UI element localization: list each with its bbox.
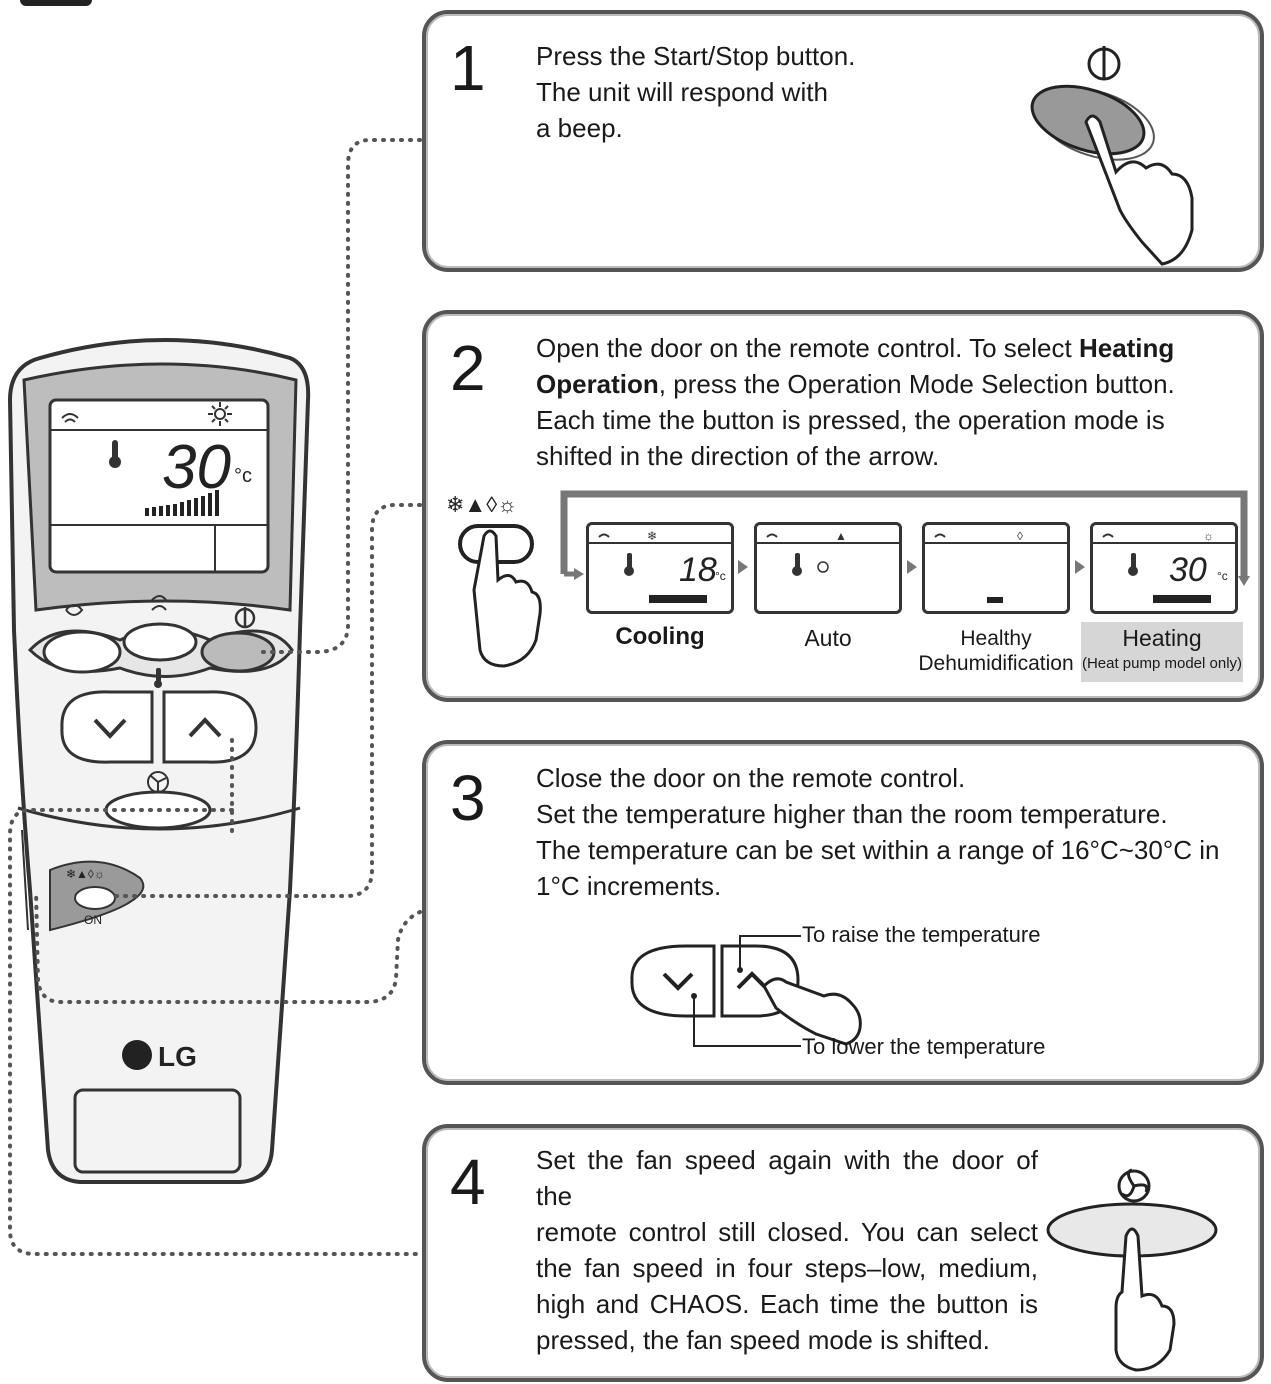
remote-on-label: ON <box>84 913 102 927</box>
raise-temp-label: To raise the temperature <box>802 922 1041 947</box>
auto-icon: ▲ <box>835 529 847 543</box>
step-line: pressed, the fan speed mode is shifted. <box>536 1325 990 1355</box>
step-line: 1°C increments. <box>536 871 722 901</box>
mode-display-dehumidification: ◊ <box>922 522 1070 614</box>
dotted-connectors <box>8 138 422 1256</box>
step-4-panel: 4 Set the fan speed again with the door … <box>422 1124 1264 1382</box>
fan-level-bars <box>145 490 219 516</box>
chevron-up-icon <box>188 717 222 738</box>
step-line-bold: Heating <box>1078 333 1175 363</box>
drop-icon: ◊ <box>1017 529 1023 543</box>
step-line: Open the door on the remote control. To … <box>536 333 1079 363</box>
signal-icon <box>61 413 79 423</box>
step-line: remote control still closed. You can sel… <box>536 1217 1038 1247</box>
mode-unit: °c <box>1217 569 1228 583</box>
remote-mode-button[interactable] <box>74 886 116 910</box>
step-line: The temperature can be set within a rang… <box>536 835 1220 865</box>
step-line: The unit will respond with <box>536 77 828 107</box>
step-number: 1 <box>450 32 486 104</box>
step-4-text: Set the fan speed again with the door of… <box>536 1142 1038 1358</box>
step-2-text: Open the door on the remote control. To … <box>536 330 1175 474</box>
sun-icon <box>208 402 232 426</box>
step-number: 4 <box>450 1146 486 1218</box>
chevron-up-icon <box>736 971 768 990</box>
remote-control-illustration: 30 °c ❄▲◊☼ ON LG <box>7 338 311 1184</box>
step-3-panel: 3 Close the door on the remote control. … <box>422 740 1264 1085</box>
step-line: Close the door on the remote control. <box>536 763 966 793</box>
mode-unit: °c <box>715 569 726 583</box>
chevron-down-icon <box>662 972 694 991</box>
snowflake-icon: ❄ <box>647 529 657 543</box>
step-line: Each time the button is pressed, the ope… <box>536 405 1165 435</box>
mode-label-line: Dehumidification <box>918 652 1074 675</box>
fan-icon <box>1117 1168 1151 1203</box>
step-line: , press the Operation Mode Selection but… <box>658 369 1175 399</box>
power-symbol-icon <box>1087 46 1121 81</box>
mode-cycle-arrow <box>560 490 1250 586</box>
mode-temp: 18 <box>679 551 717 589</box>
press-start-stop-illustration <box>1030 46 1194 266</box>
remote-display-unit: °c <box>234 465 252 487</box>
remote-temp-down-button[interactable] <box>60 690 154 764</box>
power-icon <box>234 607 256 629</box>
lower-temp-label: To lower the temperature <box>802 1034 1046 1059</box>
mode-display-heating: ☼ 30 °c <box>1090 522 1238 614</box>
mode-button-illustration: ❄▲◊☼ <box>446 492 542 668</box>
step-line: the fan speed in four steps–low, medium, <box>536 1253 1038 1283</box>
swing-icon <box>65 604 84 616</box>
mode-label-heating: Heating (Heat pump model only) <box>1081 622 1243 682</box>
step-number: 2 <box>450 332 486 404</box>
step-line: Press the Start/Stop button. <box>536 41 856 71</box>
fan-swing-button[interactable] <box>42 630 122 674</box>
step-1-panel: 1 Press the Start/Stop button. The unit … <box>422 10 1264 272</box>
mode-symbols-icon: ❄▲◊☼ <box>446 492 517 517</box>
arrow-right-icon <box>738 560 748 574</box>
mode-label-line: Heating <box>1122 625 1202 651</box>
arrow-right-icon <box>1075 560 1085 574</box>
step-line: high and CHAOS. Each time the button is <box>536 1289 1038 1319</box>
step-3-text: Close the door on the remote control. Se… <box>536 760 1219 904</box>
lg-logo-icon <box>122 1040 152 1070</box>
mode-label-auto: Auto <box>804 625 852 651</box>
fan-speed-button-illustration <box>1046 1168 1218 1372</box>
step-1-text: Press the Start/Stop button. The unit wi… <box>536 38 855 146</box>
arrow-right-icon <box>907 560 917 574</box>
mode-temp: 30 <box>1169 551 1207 589</box>
airflow-button[interactable] <box>122 622 198 662</box>
mode-display-auto: ▲ <box>754 522 902 614</box>
step-line-bold: Operation <box>536 369 659 399</box>
airflow-icon <box>151 595 167 611</box>
step-line: Set the fan speed again with the door of… <box>536 1145 1038 1211</box>
step-line: shifted in the direction of the arrow. <box>536 441 940 471</box>
svg-text:❄▲◊☼: ❄▲◊☼ <box>66 867 105 881</box>
remote-brand: LG <box>158 1041 197 1072</box>
thermometer-icon <box>109 440 121 468</box>
step-line: Set the temperature higher than the room… <box>536 799 1168 829</box>
thermometer-small-icon <box>154 668 162 688</box>
mode-label-line: (Heat pump model only) <box>1081 655 1243 672</box>
temp-buttons-illustration <box>630 935 862 1047</box>
section-tab-marker <box>20 0 92 6</box>
chevron-down-icon <box>93 718 127 739</box>
step-number: 3 <box>450 762 486 834</box>
mode-display-cooling: ❄ 18 °c <box>586 522 734 614</box>
mode-label-dehumidification: Healthy Dehumidification <box>916 626 1076 676</box>
remote-display-temp: 30 <box>162 433 231 502</box>
mode-label-line: Healthy <box>960 627 1032 650</box>
step-2-panel: 2 Open the door on the remote control. T… <box>422 310 1264 702</box>
step-line: a beep. <box>536 113 623 143</box>
sun-icon: ☼ <box>1203 529 1214 543</box>
mode-label-cooling: Cooling <box>615 623 705 650</box>
